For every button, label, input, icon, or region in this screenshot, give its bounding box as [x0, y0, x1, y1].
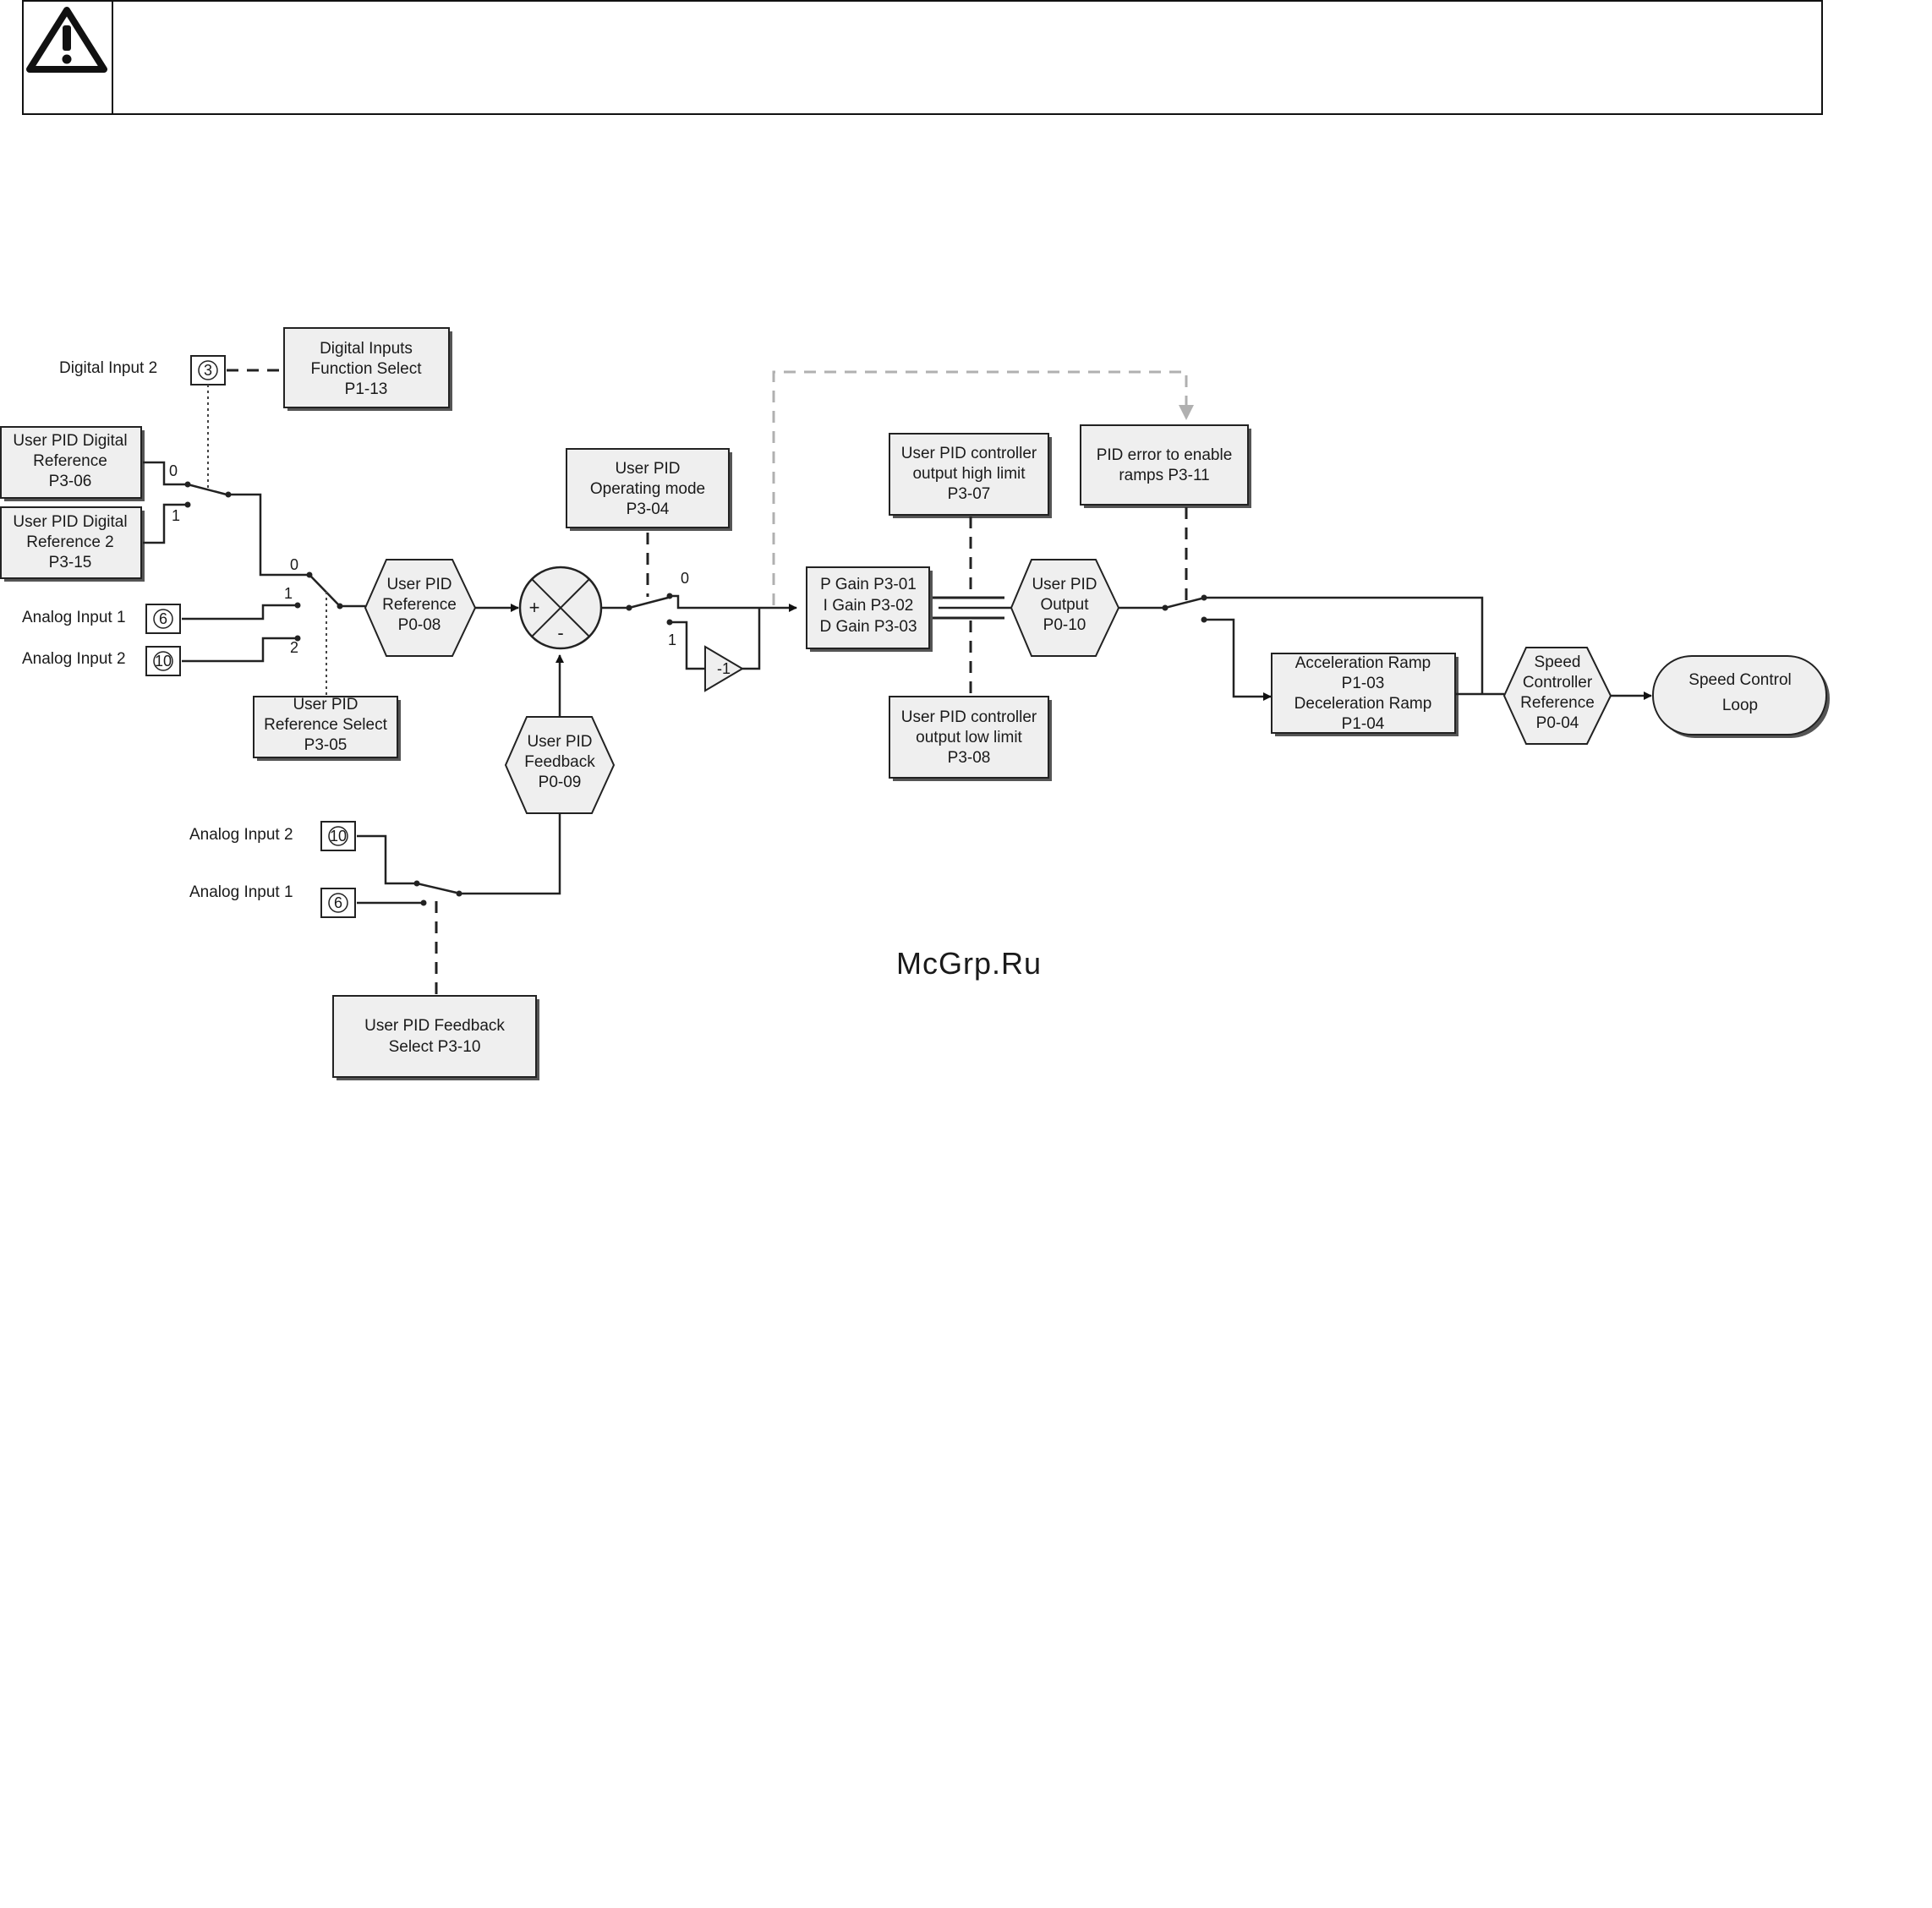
pid-feedback-select-box: User PID Feedback Select P3-10 — [332, 995, 539, 1080]
pid-output-hexagon: User PID Output P0-10 — [1010, 559, 1120, 657]
pid-digital-reference-box: User PID Digital Reference P3-06 — [0, 426, 145, 501]
watermark: McGrp.Ru — [896, 946, 1042, 981]
svg-text:Speed Control: Speed Control — [1688, 671, 1791, 689]
svg-text:Reference: Reference — [1520, 694, 1595, 712]
svg-text:Speed: Speed — [1535, 653, 1581, 671]
svg-text:10: 10 — [155, 653, 172, 670]
svg-text:Reference: Reference — [33, 452, 107, 470]
svg-text:Operating mode: Operating mode — [590, 480, 705, 498]
svg-text:P3-06: P3-06 — [49, 473, 92, 490]
svg-text:User PID: User PID — [1032, 576, 1097, 593]
svg-text:User PID: User PID — [293, 696, 358, 713]
switch3-pos1-label: 1 — [668, 631, 676, 648]
svg-text:Feedback: Feedback — [524, 753, 595, 771]
summing-junction: + - — [518, 566, 603, 650]
summer-minus-sign: - — [557, 622, 563, 643]
operating-mode-box: User PID Operating mode P3-04 — [566, 448, 732, 531]
svg-text:P1-13: P1-13 — [345, 380, 388, 398]
pid-gains-box: P Gain P3-01 I Gain P3-02 D Gain P3-03 — [806, 566, 933, 652]
svg-text:output low limit: output low limit — [916, 729, 1022, 746]
switch2-pos0-label: 0 — [290, 556, 298, 573]
svg-text:User PID: User PID — [615, 460, 680, 478]
warning-box — [22, 0, 1823, 115]
svg-text:output high limit: output high limit — [912, 465, 1026, 483]
svg-text:Function Select: Function Select — [311, 360, 423, 378]
svg-text:User PID Digital: User PID Digital — [13, 513, 127, 531]
svg-text:P3-15: P3-15 — [49, 554, 92, 571]
svg-text:P Gain P3-01: P Gain P3-01 — [820, 576, 917, 593]
svg-text:I Gain P3-02: I Gain P3-02 — [824, 597, 914, 615]
pid-feedback-hexagon: User PID Feedback P0-09 — [504, 716, 616, 814]
svg-text:Reference 2: Reference 2 — [26, 533, 114, 551]
warning-triangle-icon — [26, 7, 107, 73]
summer-plus-sign: + — [529, 597, 540, 618]
analog-input-2-terminal: 10 — [145, 646, 181, 676]
svg-text:6: 6 — [334, 894, 342, 911]
inverter-triangle: -1 — [704, 645, 744, 692]
output-low-limit-box: User PID controller output low limit P3-… — [889, 696, 1052, 781]
di-function-select-box: Digital Inputs Function Select P1-13 — [283, 327, 452, 411]
output-limit-clamp — [933, 596, 1011, 620]
svg-text:ramps P3-11: ramps P3-11 — [1119, 467, 1209, 484]
analog-input-1-terminal: 6 — [145, 604, 181, 634]
speed-control-loop-terminator: Speed Control Loop — [1652, 655, 1830, 738]
speed-controller-reference-hexagon: Speed Controller Reference P0-04 — [1502, 647, 1612, 745]
fb-analog-input-2-label: Analog Input 2 — [189, 826, 293, 844]
svg-text:P3-04: P3-04 — [627, 500, 670, 518]
svg-text:P1-04: P1-04 — [1342, 715, 1385, 733]
svg-text:Reference: Reference — [382, 596, 457, 614]
switch2-pos2-label: 2 — [290, 639, 298, 656]
svg-text:User PID: User PID — [527, 733, 592, 751]
pid-reference-hexagon: User PID Reference P0-08 — [364, 559, 477, 657]
svg-text:-1: -1 — [717, 660, 731, 677]
svg-text:P0-09: P0-09 — [539, 774, 582, 791]
analog-input-2-label: Analog Input 2 — [22, 650, 126, 668]
svg-text:Output: Output — [1040, 596, 1089, 614]
svg-text:User PID controller: User PID controller — [901, 445, 1037, 462]
svg-text:P0-04: P0-04 — [1536, 714, 1579, 732]
svg-text:P3-07: P3-07 — [948, 485, 991, 503]
switch1-pos1-label: 1 — [172, 507, 180, 524]
svg-text:User PID Feedback: User PID Feedback — [364, 1017, 505, 1035]
svg-text:P0-08: P0-08 — [398, 616, 441, 634]
digital-input-2-label: Digital Input 2 — [59, 359, 157, 377]
svg-text:Digital Inputs: Digital Inputs — [320, 340, 413, 358]
svg-text:P1-03: P1-03 — [1342, 675, 1385, 692]
svg-text:User PID controller: User PID controller — [901, 708, 1037, 726]
svg-text:User PID: User PID — [386, 576, 452, 593]
pid-reference-select-box: User PID Reference Select P3-05 — [253, 696, 401, 761]
svg-text:Reference Select: Reference Select — [264, 716, 387, 734]
svg-text:P0-10: P0-10 — [1043, 616, 1086, 634]
analog-input-1-label: Analog Input 1 — [22, 609, 126, 626]
svg-text:Select P3-10: Select P3-10 — [389, 1038, 481, 1056]
switch2-pos1-label: 1 — [284, 585, 293, 602]
switch1-pos0-label: 0 — [169, 462, 178, 479]
svg-text:Controller: Controller — [1523, 674, 1593, 692]
output-high-limit-box: User PID controller output high limit P3… — [889, 433, 1052, 518]
svg-text:User PID Digital: User PID Digital — [13, 432, 127, 450]
switch3-pos0-label: 0 — [681, 570, 689, 587]
fb-analog-input-2-terminal: 10 — [320, 821, 356, 851]
svg-text:10: 10 — [330, 828, 347, 845]
pid-digital-reference-2-box: User PID Digital Reference 2 P3-15 — [0, 506, 145, 582]
digital-input-2-terminal: 3 — [190, 355, 226, 385]
svg-text:Acceleration Ramp: Acceleration Ramp — [1295, 654, 1431, 672]
accel-decel-ramp-box: Acceleration Ramp P1-03 Deceleration Ram… — [1271, 653, 1459, 736]
fb-analog-input-1-label: Analog Input 1 — [189, 883, 293, 901]
svg-text:3: 3 — [204, 362, 212, 379]
pid-error-enable-box: PID error to enable ramps P3-11 — [1080, 424, 1251, 508]
svg-text:Deceleration Ramp: Deceleration Ramp — [1294, 695, 1432, 713]
svg-text:6: 6 — [159, 610, 167, 627]
svg-text:PID error to enable: PID error to enable — [1097, 446, 1233, 464]
svg-text:Loop: Loop — [1722, 697, 1758, 714]
svg-text:P3-05: P3-05 — [304, 736, 348, 754]
svg-text:P3-08: P3-08 — [948, 749, 991, 767]
fb-analog-input-1-terminal: 6 — [320, 888, 356, 918]
svg-text:D Gain P3-03: D Gain P3-03 — [819, 618, 917, 636]
